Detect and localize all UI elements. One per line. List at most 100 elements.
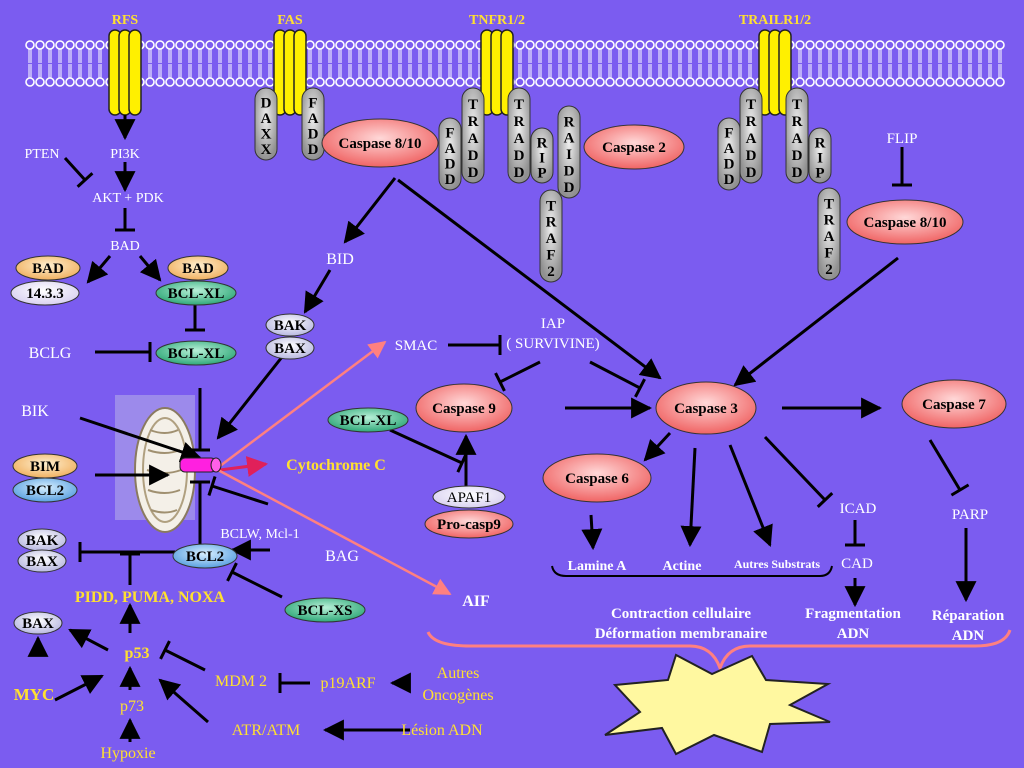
adaptor-letter: T [514,97,524,113]
label-bax_low: BAX [26,554,58,570]
inhibition-edge [389,428,463,465]
apoptose-star [604,653,832,756]
label-adn1: ADN [837,626,870,642]
label-smac: SMAC [395,338,438,354]
node-shape-procasp9 [424,509,514,539]
adaptor-letter: T [792,97,802,113]
receptor-label-rfs: RFS [112,13,139,28]
label-deformation: Déformation membranaire [595,626,768,642]
adaptor-letter: D [261,96,272,112]
activation-edge [138,255,162,282]
adaptor-letter: T [546,198,556,214]
adaptor-letter: F [824,246,833,262]
label-pi3k: PI3K [110,147,140,162]
node-shape-bcl2_mid [172,543,238,569]
nodes: DAXXFADDFADDTRADDTRADDRIPRAIDDTRAF2FADDT… [10,87,1007,762]
label-cytochrome: Cytochrome C [286,457,386,474]
adaptor-letter: R [792,114,803,130]
adaptor-traf2 [817,187,841,281]
label-caspase810_a: Caspase 8/10 [339,136,422,152]
activation-edge [728,444,773,547]
activation-edge [219,456,269,477]
adaptor-letter: 2 [547,264,555,280]
node-shape-caspase3 [655,381,757,435]
node-shape-apaf1 [432,485,506,509]
node-shape-caspase2 [583,124,685,170]
label-procasp9: Pro-casp9 [437,517,501,533]
adaptor-tradd [461,87,485,184]
adaptor-rip [808,127,832,184]
node-shape-caspase6 [542,453,652,503]
adaptor-letter: D [792,148,803,164]
receptor-label-tnfr: TNFR1/2 [469,13,525,28]
label-autres_substrats: Autres Substrats [734,557,820,571]
label-hypoxie: Hypoxie [100,745,155,762]
adaptor-letter: A [746,131,757,147]
activation-edge [217,468,452,596]
adaptor-letter: R [824,213,835,229]
node-shape-bax_top [265,336,315,360]
label-p53: p53 [125,645,150,662]
adaptor-letter: D [445,172,456,188]
inhibition-edge [211,484,269,506]
adaptor-letter: A [445,141,456,157]
label-bcl2_left: BCL2 [26,483,64,499]
label-bak_top: BAK [274,318,307,334]
activation-edge [86,255,112,284]
label-caspase7: Caspase 7 [922,397,986,413]
inhibition-bar [159,640,171,660]
activation-edge [397,178,662,380]
activation-edge [581,514,603,551]
inhibition-bar [634,378,646,398]
label-atr: ATR/ATM [232,722,300,739]
label-lamine: Lamine A [568,559,628,574]
label-myc: MYC [14,685,55,704]
label-bad_left: BAD [32,261,64,277]
label-reparation: Réparation [932,608,1005,624]
adaptor-letter: X [261,142,272,158]
label-caspase9: Caspase 9 [432,401,496,417]
label-p19arf: p19ARF [320,675,375,692]
inhibition-bar [950,483,970,497]
adaptor-rip [530,127,554,184]
node-shape-bad_right [167,255,229,281]
adaptor-raidd [557,105,581,199]
adaptor-letter: T [746,97,756,113]
adaptor-letter: R [468,114,479,130]
adaptor-letter: A [792,131,803,147]
node-shape-bcl2_left [12,477,78,503]
adaptor-letter: P [537,165,546,181]
adaptor-letter: D [468,148,479,164]
adaptor-letter: D [308,127,319,143]
activation-edge [216,356,284,440]
receptor-label-trail: TRAILR1/2 [739,13,811,28]
receptors: RFS FAS TNFR1/2 TRAILR1/2 [108,13,811,116]
adaptor-letter: I [539,150,545,166]
adaptor-letter: D [724,172,735,188]
adaptor-letter: R [746,114,757,130]
inhibition-edge [499,360,541,384]
label-bad: BAD [110,239,140,254]
node-shape-bad_left [15,255,81,281]
apoptosis-brace [426,629,1012,673]
label-caspase3: Caspase 3 [674,401,738,417]
inhibition-edge [763,435,827,502]
inhibition-bar [226,562,238,582]
label-bclxl_top: BCL-XL [168,286,225,302]
adaptor-letter: A [308,111,319,127]
activation-edge [79,416,202,462]
inhibition-edge [63,156,87,182]
adaptor-fadd [301,87,325,161]
adaptor-letter: P [815,165,824,181]
activation-edge [733,256,899,387]
adaptor-letter: D [724,157,735,173]
label-bid: BID [326,251,354,268]
adaptor-letter: D [514,148,525,164]
adaptor-tradd [739,87,763,184]
inhibition-bar [76,172,94,188]
node-shape-bax_low [17,549,67,573]
label-akt_pdk: AKT + PDK [92,191,163,206]
adaptor-letter: R [514,114,525,130]
receptor-label-fas: FAS [277,13,303,28]
node-shape-caspase7 [901,379,1007,429]
